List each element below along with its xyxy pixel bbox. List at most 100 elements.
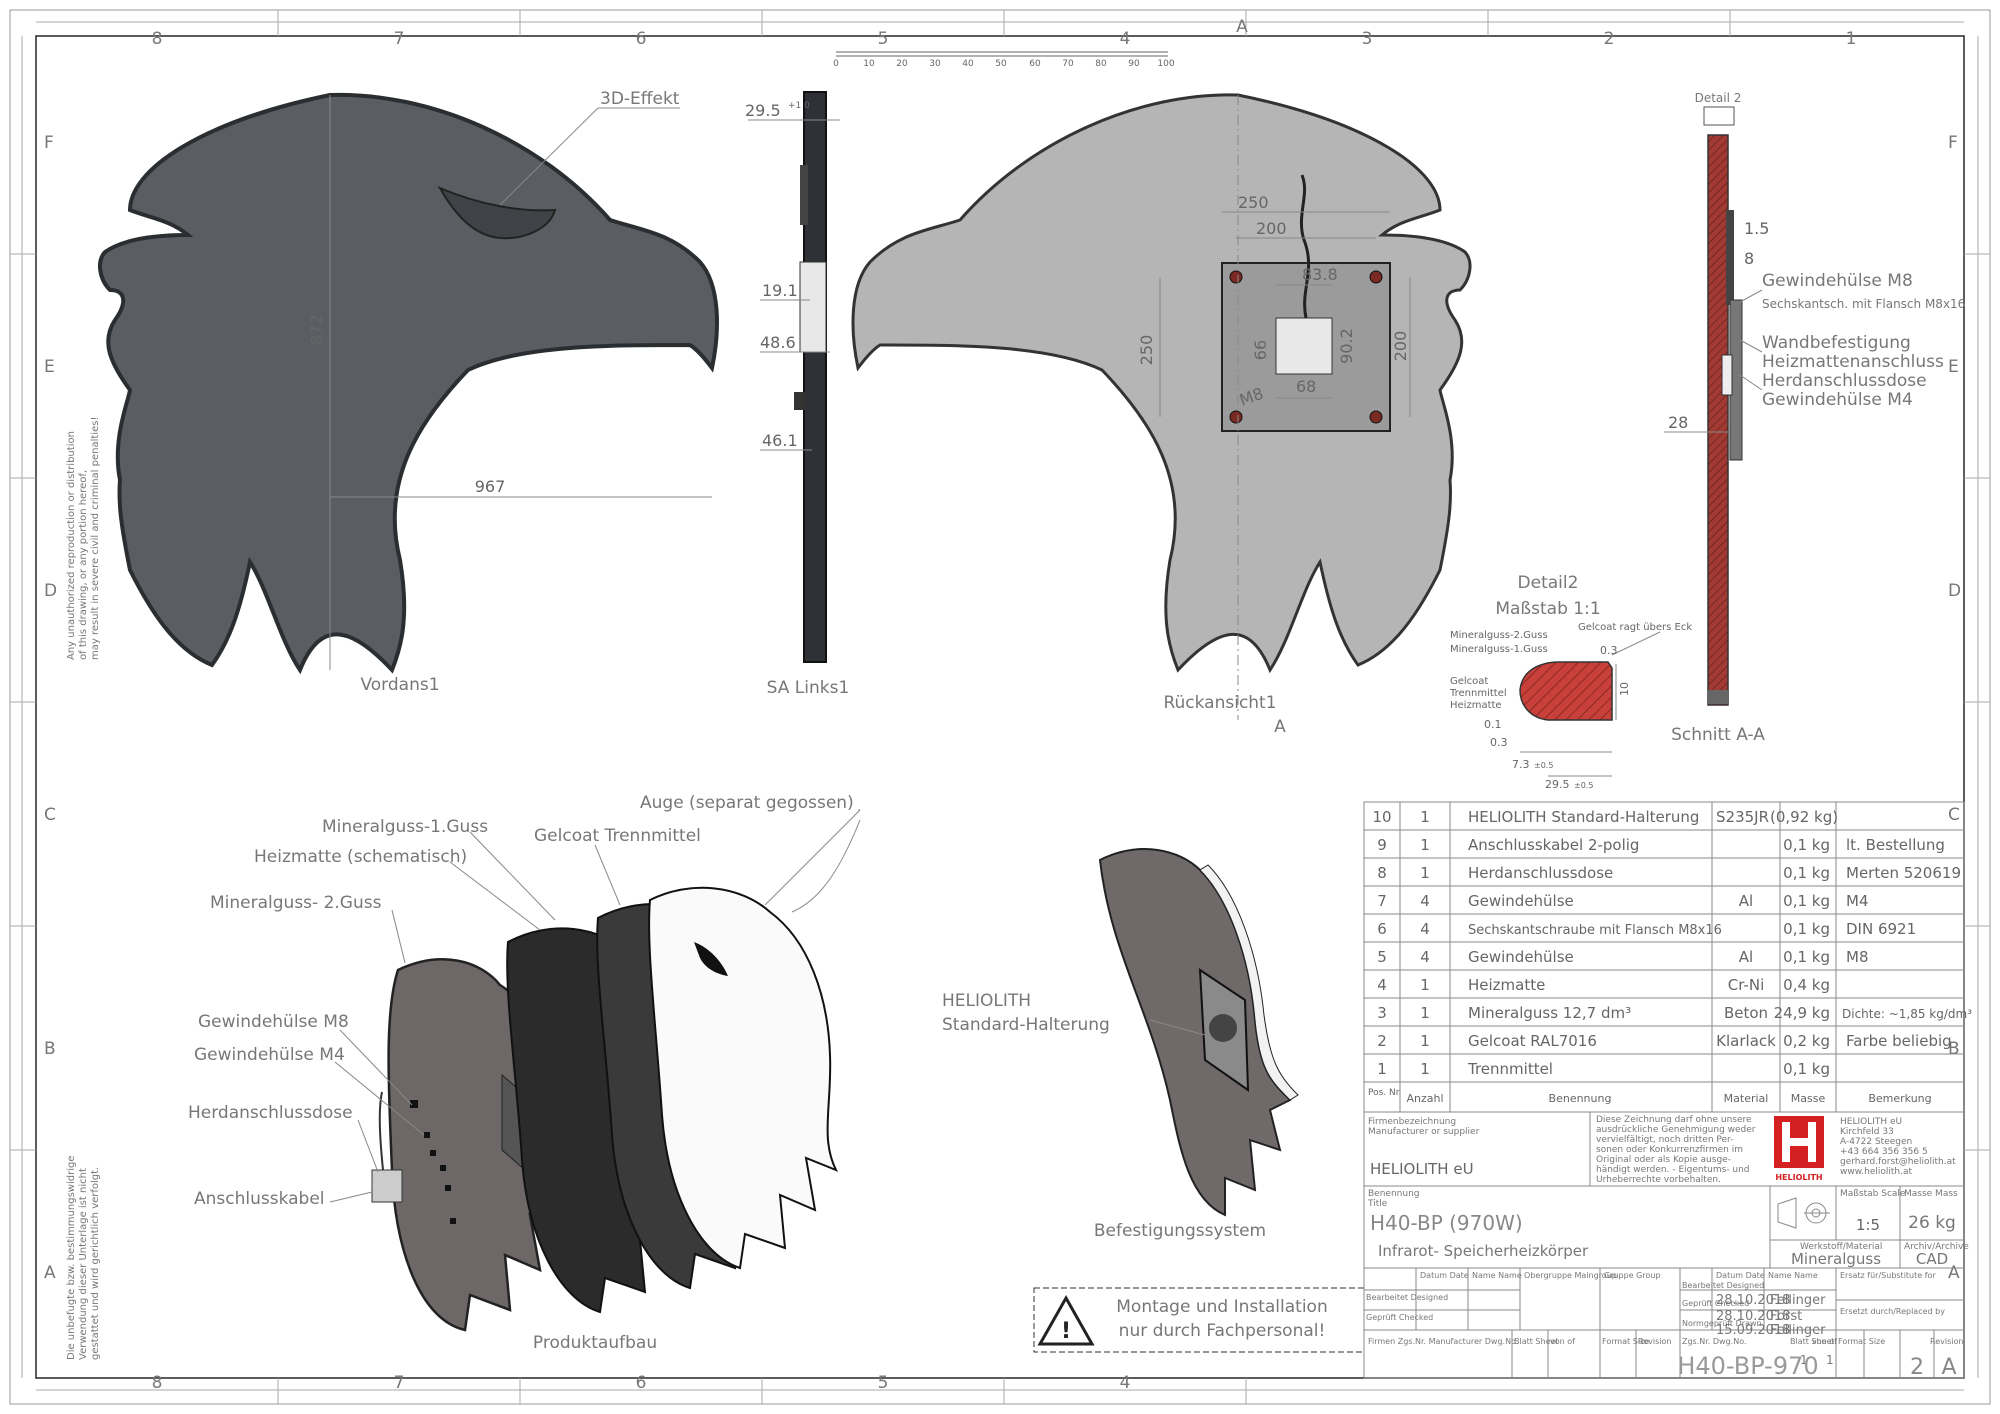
drawing-scale: 1:5 [1856,1216,1880,1234]
archive-label: Archiv/Archive [1904,1242,1969,1252]
svg-text:Heizmatte: Heizmatte [1468,976,1545,994]
svg-text:Anzahl: Anzahl [1406,1092,1443,1105]
svg-text:6: 6 [1377,920,1387,938]
svg-text:Geprüft Checked: Geprüft Checked [1366,1313,1433,1322]
frame-row-label: B [44,1039,56,1059]
detail-gelcoat-note: Gelcoat ragt übers Eck [1578,622,1692,633]
section-title: Schnitt A-A [1671,725,1765,745]
mount-gelcoat-edge [1199,864,1299,1101]
mount-label-halterung: Standard-Halterung [942,1015,1110,1035]
dim-66: 66 [1251,340,1270,360]
svg-text:HELIOLITH: HELIOLITH [1775,1173,1822,1182]
svg-text:0,1 kg: 0,1 kg [1783,892,1830,910]
bom-row: 8 1 Herdanschlussdose 0,1 kg Merten 5206… [1377,864,1961,882]
drawing-archive: CAD [1916,1250,1948,1268]
svg-text:may result in severe civil and: may result in severe civil and criminal … [90,417,101,660]
exploded-view: Auge (separat gegossen) Mineralguss-1.Gu… [188,793,861,1353]
detail-dim-0-1: 0.1 [1484,718,1502,731]
drawing-subtitle: Infrarot- Speicherheizkörper [1378,1242,1589,1260]
detail-dim-10: 10 [1618,682,1631,696]
dim-83-8: 83.8 [1302,265,1338,284]
frame-row-label: D [44,581,57,601]
callout-mineralguss-1: Mineralguss-1.Guss [322,817,488,837]
svg-text:Masse: Masse [1791,1092,1826,1105]
svg-text:M4: M4 [1846,892,1869,910]
mount-view-title: Befestigungssystem [1094,1221,1266,1241]
detail-dim-7-3-tolerance: ±0.5 [1534,761,1553,770]
svg-text:Any unauthorized reproduction: Any unauthorized reproduction or distrib… [66,431,77,660]
svg-text:Normgeprüft Drawn: Normgeprüft Drawn [1682,1319,1762,1328]
frame-row-label: F [1948,133,1958,153]
dim-29-5: 29.5 [745,101,781,120]
dim-29-5-tolerance: +1 0 [788,101,810,111]
bom-row: 1 1 Trennmittel 0,1 kg [1377,1060,1830,1078]
usage-note: Die unbefugte bzw. bestimmungswidrige Ve… [66,1156,101,1360]
detail-label-mg1: Mineralguss-1.Guss [1450,644,1548,655]
dim-width-967: 967 [475,477,506,496]
svg-text:0,1 kg: 0,1 kg [1783,1060,1830,1078]
svg-text:HELIOLITH eU: HELIOLITH eU [1840,1117,1902,1127]
bom-row: 4 1 Heizmatte Cr-Ni 0,4 kg [1377,976,1830,994]
section-callout-heizmattenanschluss: Heizmattenanschluss [1762,352,1944,372]
svg-text:1: 1 [1420,1004,1430,1022]
svg-text:1: 1 [1377,1060,1387,1078]
section-dim-1-5: 1.5 [1744,219,1769,238]
svg-text:Geprüft Checked: Geprüft Checked [1682,1299,1749,1308]
format-value: 2 [1910,1355,1924,1380]
scale-bar-tick: 30 [929,59,941,69]
frame-col-label: 8 [152,29,163,49]
svg-text:28.10.2018: 28.10.2018 [1716,1293,1790,1308]
svg-text:von of: von of [1812,1337,1837,1346]
section-callout-sechskant: Sechskantsch. mit Flansch M8x16 [1762,297,1965,311]
section-callout-wandbefestigung: Wandbefestigung [1762,333,1911,353]
projection-symbol-icon [1777,1197,1830,1229]
svg-text:Obergruppe Maingroup: Obergruppe Maingroup [1524,1271,1617,1280]
svg-text:Anschlusskabel 2-polig: Anschlusskabel 2-polig [1468,836,1639,854]
scale-bar: 0 10 20 30 40 50 60 70 80 90 100 [833,51,1175,69]
frame-col-label: 2 [1604,29,1615,49]
svg-text:7: 7 [1377,892,1387,910]
svg-text:Datum Date: Datum Date [1420,1271,1469,1280]
bom-rows: 10 1 HELIOLITH Standard-Halterung S235JR… [1368,808,1972,1105]
eagle-head-front-shape [97,92,719,675]
svg-text:Firmen Zgs.Nr. Manufacturer Dw: Firmen Zgs.Nr. Manufacturer Dwg.No. [1368,1337,1518,1346]
svg-text:Name Name: Name Name [1768,1271,1818,1280]
svg-text:Kirchfeld 33: Kirchfeld 33 [1840,1127,1894,1137]
svg-text:0,1 kg: 0,1 kg [1783,836,1830,854]
dim-90-2: 90.2 [1337,328,1356,364]
frame-col-label: 8 [152,1373,163,1393]
dim-height-872: 872 [307,315,326,346]
scale-bar-tick: 80 [1095,59,1107,69]
svg-text:Mineralguss 12,7 dm³: Mineralguss 12,7 dm³ [1468,1004,1631,1022]
detail-label-mg2: Mineralguss-2.Guss [1450,630,1548,641]
frame-col-label: 5 [878,29,889,49]
warning-line-2: nur durch Fachpersonal! [1119,1321,1326,1341]
svg-text:Blatt Sheet: Blatt Sheet [1790,1337,1835,1346]
svg-text:Cr-Ni: Cr-Ni [1728,976,1764,994]
svg-text:8: 8 [1377,864,1387,882]
svg-text:Trennmittel: Trennmittel [1467,1060,1553,1078]
frame-col-label: 6 [636,29,647,49]
svg-text:Beton: Beton [1724,1004,1768,1022]
frame-row-label: E [1948,357,1959,377]
legal-notice: Diese Zeichnung darf ohne unsere ausdrüc… [1596,1115,1756,1185]
svg-text:Gewindehülse: Gewindehülse [1468,892,1574,910]
mount-label-heliolith: HELIOLITH [942,991,1031,1011]
svg-text:Gewindehülse: Gewindehülse [1468,948,1574,966]
material-label: Werkstoff/Material [1800,1242,1882,1252]
svg-text:1: 1 [1420,864,1430,882]
frame-col-label: 3 [1362,29,1373,49]
detail-scale: Maßstab 1:1 [1495,599,1600,619]
callout-anschlusskabel: Anschlusskabel [194,1189,325,1209]
drawing-number: H40-BP-970 [1677,1352,1818,1380]
scale-bar-tick: 60 [1029,59,1041,69]
title-label: Benennung [1368,1189,1419,1199]
detail-label-trennmittel: Trennmittel [1449,688,1507,699]
svg-text:Ersatz für/Substitute for: Ersatz für/Substitute for [1840,1271,1936,1280]
svg-text:1: 1 [1420,1060,1430,1078]
revision-value: A [1941,1355,1956,1380]
eye-piece-icon [694,942,728,976]
section-callout-gewindehuelse-m8: Gewindehülse M8 [1762,271,1913,291]
svg-text:vervielfältigt, noch dritten P: vervielfältigt, noch dritten Per- [1596,1135,1733,1145]
svg-text:Pos. Nr.: Pos. Nr. [1368,1088,1402,1098]
